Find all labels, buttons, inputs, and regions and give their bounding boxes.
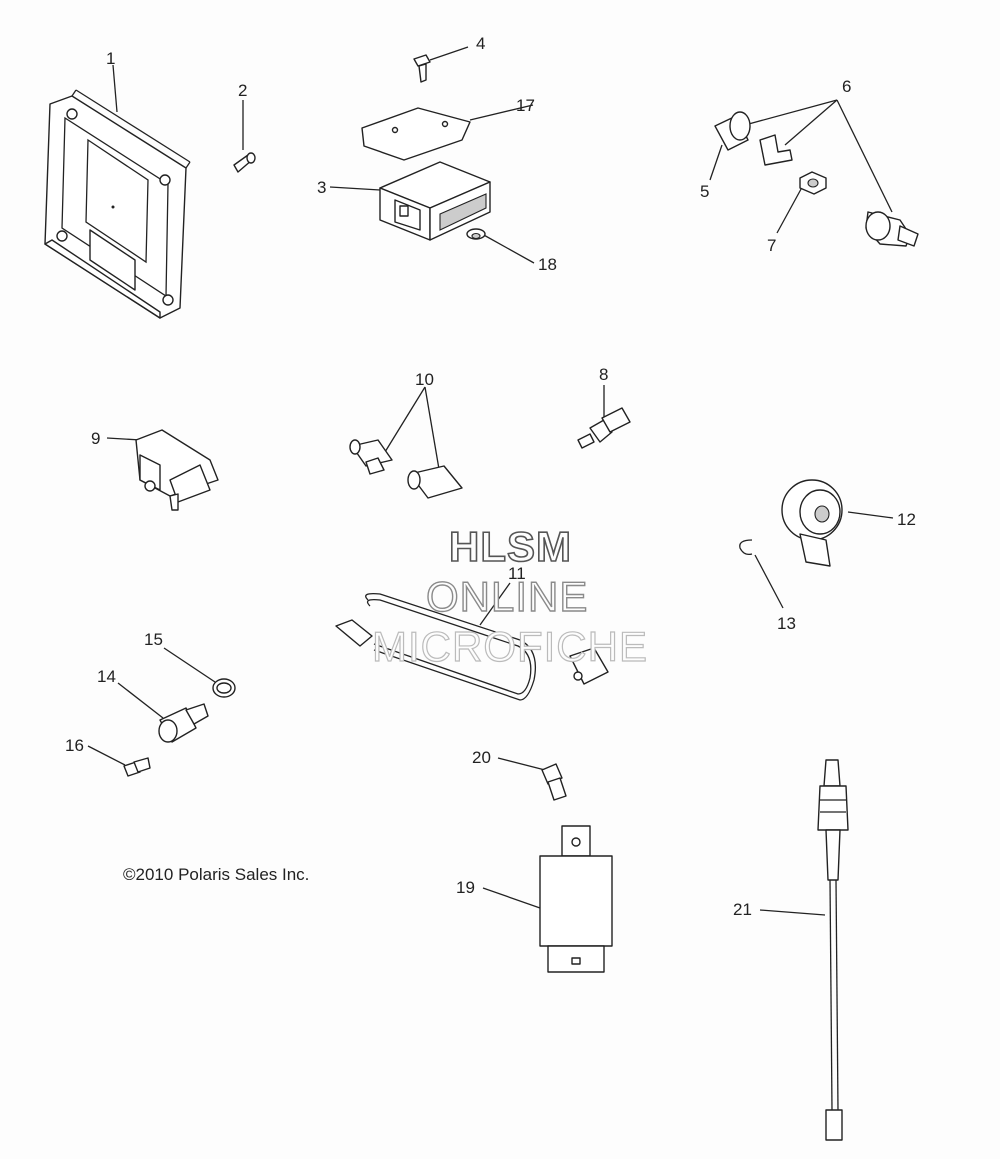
ecu-module-part	[44, 89, 191, 319]
callout-21: 21	[733, 900, 752, 919]
callout-5: 5	[700, 182, 710, 201]
clip-part	[759, 134, 793, 166]
watermark-line-1: HLSM	[448, 523, 572, 570]
callout-16: 16	[65, 736, 84, 755]
e-clip-part	[739, 539, 753, 556]
callout-20: 20	[472, 748, 491, 767]
callout-9: 9	[91, 429, 101, 448]
map-sensor-part	[135, 429, 219, 511]
pin-part	[233, 152, 256, 173]
callout-12: 12	[897, 510, 916, 529]
knock-sensor-part	[781, 479, 843, 567]
callout-7: 7	[767, 236, 777, 255]
leader-lines	[87, 46, 894, 916]
callout-8: 8	[599, 365, 609, 384]
bolt-part	[123, 757, 151, 777]
oxygen-sensor-part	[817, 759, 849, 1141]
watermark-line-3: MICROFICHE	[371, 623, 648, 670]
callout-1: 1	[106, 49, 116, 68]
callout-18: 18	[538, 255, 557, 274]
callout-4: 4	[476, 34, 486, 53]
temperature-sensor-part	[577, 407, 631, 449]
callout-2: 2	[238, 81, 248, 100]
callout-13: 13	[777, 614, 796, 633]
callout-14: 14	[97, 667, 116, 686]
boot-part	[714, 111, 751, 151]
callout-15: 15	[144, 630, 163, 649]
callout-11: 11	[508, 564, 526, 583]
wiring-harness-part	[335, 592, 609, 701]
fuse-part	[349, 439, 463, 499]
callout-3: 3	[317, 178, 327, 197]
o-ring-part	[212, 678, 236, 698]
bolt-2-part	[541, 763, 567, 801]
relay-module-part	[539, 825, 613, 973]
sensor-part	[865, 211, 919, 247]
copyright-notice: ©2010 Polaris Sales Inc.	[123, 865, 310, 884]
grommet-part	[466, 228, 486, 240]
callout-19: 19	[456, 878, 475, 897]
cover-plate-part	[361, 107, 471, 161]
screw-part	[413, 54, 431, 83]
callout-17: 17	[516, 96, 535, 115]
speed-sensor-part	[158, 703, 209, 743]
callout-6: 6	[842, 77, 852, 96]
relay-box-part	[379, 161, 491, 241]
nut-part	[799, 171, 827, 195]
callout-10: 10	[415, 370, 434, 389]
watermark-line-2: ONLINE	[425, 573, 589, 620]
